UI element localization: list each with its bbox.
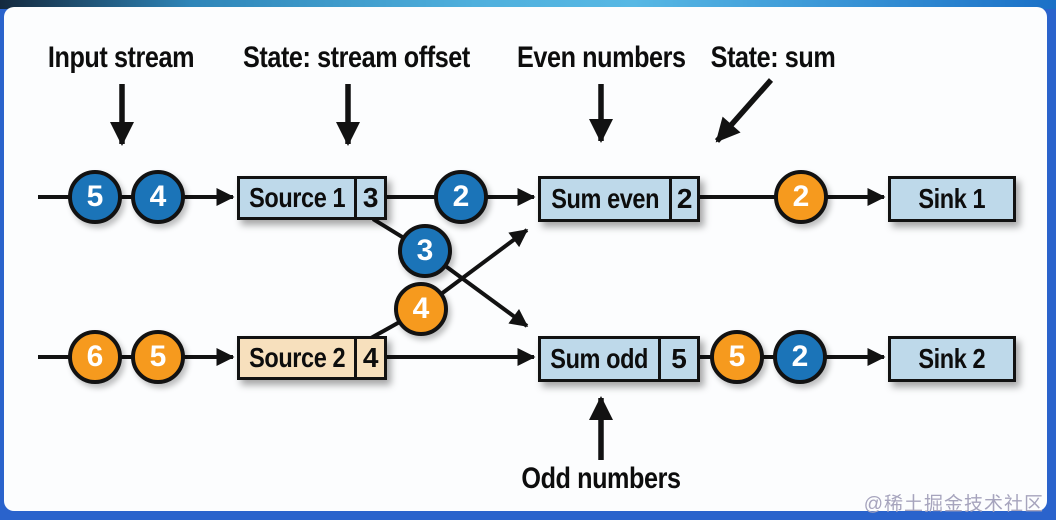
token-before-sink1-2: 2	[774, 170, 828, 224]
token-input-bottom-5: 5	[131, 330, 185, 384]
label-input-stream: Input stream	[47, 41, 195, 74]
source2-label: Source 2	[249, 342, 346, 373]
sink1-label-cell: Sink 1	[891, 179, 1013, 219]
node-source1: Source 1 3	[237, 176, 387, 220]
token-after-sumodd-2: 2	[773, 330, 827, 384]
background-top-strip	[0, 0, 1056, 9]
token-input-top-5: 5	[68, 170, 122, 224]
sum-odd-label-cell: Sum odd	[541, 339, 661, 379]
source2-state-cell: 4	[362, 342, 379, 373]
source1-label-cell: Source 1	[240, 179, 358, 217]
label-state-sum: State: sum	[710, 41, 836, 74]
watermark: @稀土掘金技术社区	[863, 494, 1044, 515]
source2-label-cell: Source 2	[240, 339, 358, 377]
node-sum-odd: Sum odd 5	[538, 336, 700, 382]
token-cross-4: 4	[394, 282, 448, 336]
source1-state-cell: 3	[362, 182, 379, 213]
token-after-source1-2: 2	[434, 170, 488, 224]
label-odd-numbers: Odd numbers	[521, 462, 681, 495]
annotation-arrows	[110, 78, 774, 460]
node-source2: Source 2 4	[237, 336, 387, 380]
sink2-label: Sink 2	[918, 343, 986, 374]
label-even-numbers: Even numbers	[517, 41, 686, 74]
node-sum-even: Sum even 2	[538, 176, 700, 222]
sum-odd-state-cell: 5	[671, 343, 687, 374]
arrow-annotation-state-sum	[714, 78, 774, 143]
sum-even-state-cell: 2	[676, 183, 693, 214]
sum-even-label-cell: Sum even	[541, 179, 673, 219]
source1-label: Source 1	[249, 182, 346, 213]
token-cross-3: 3	[398, 224, 452, 278]
sink2-label-cell: Sink 2	[891, 339, 1013, 379]
token-input-bottom-6: 6	[68, 330, 122, 384]
token-after-sumodd-5: 5	[710, 330, 764, 384]
label-state-stream-offset: State: stream offset	[243, 41, 470, 74]
node-sink2: Sink 2	[888, 336, 1016, 382]
sum-odd-label: Sum odd	[550, 343, 649, 374]
diagram-panel	[4, 7, 1047, 511]
sink1-label: Sink 1	[918, 183, 986, 214]
token-input-top-4: 4	[131, 170, 185, 224]
node-sink1: Sink 1	[888, 176, 1016, 222]
sum-even-label: Sum even	[551, 183, 660, 214]
